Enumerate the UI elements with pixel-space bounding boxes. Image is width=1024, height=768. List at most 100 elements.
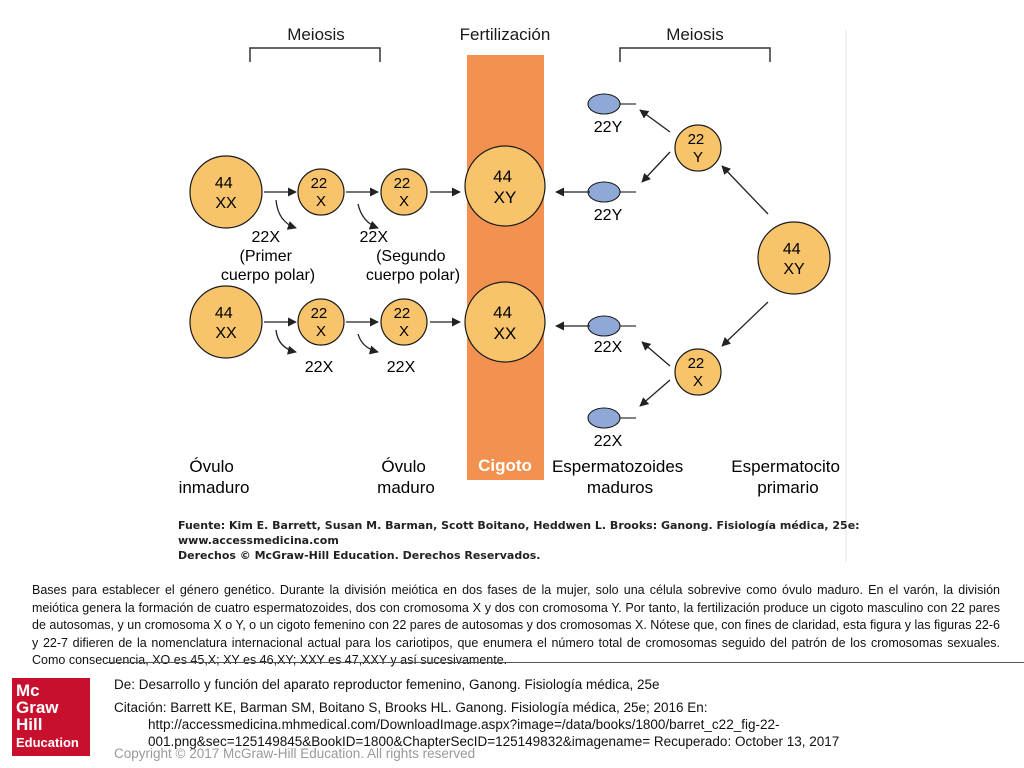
immature-ovum-sex: XX bbox=[215, 195, 237, 212]
reference-url[interactable]: http://accessmedicina.mhmedical.com/Down… bbox=[148, 717, 780, 732]
svg-text:44 XX: 44 XX bbox=[215, 305, 237, 342]
source-line: Fuente: Kim E. Barrett, Susan M. Barman,… bbox=[178, 519, 860, 532]
mature-ovum-label-line: Óvulo bbox=[381, 457, 425, 476]
polar-body-2-label: 22X bbox=[360, 229, 389, 246]
first-division-autosomes: 22 bbox=[311, 305, 328, 322]
svg-text:44 XX: 44 XX bbox=[215, 175, 237, 212]
svg-text:22 X: 22 X bbox=[688, 355, 709, 390]
polar-body-2-label: 22X bbox=[387, 359, 416, 376]
svg-text:22X (Primer cuerpo: 22X (Primer cuerpo polar) bbox=[221, 229, 315, 284]
source-line: Derechos © McGraw-Hill Education. Derech… bbox=[178, 549, 541, 562]
secondary-spermatocyte-y-cell bbox=[674, 124, 722, 172]
polar-body-arrow bbox=[275, 199, 297, 230]
zygote-male-autosomes: 44 bbox=[493, 167, 512, 186]
arrow bbox=[721, 165, 769, 215]
mature-ovum-cell bbox=[380, 298, 428, 346]
arrow bbox=[721, 301, 769, 347]
svg-text:22 X: 22 X bbox=[394, 305, 415, 340]
immature-ovum-autosomes: 44 bbox=[215, 305, 233, 322]
secondary-x-sex: X bbox=[693, 373, 703, 390]
polar-body-1-label: cuerpo polar) bbox=[221, 267, 315, 284]
polar-body-arrow bbox=[357, 203, 379, 230]
sperm-label: 22Y bbox=[594, 119, 623, 136]
immature-ovum-label-line: Óvulo bbox=[189, 457, 233, 476]
svg-text:22X (Segundo cuerp: 22X (Segundo cuerpo polar) bbox=[360, 229, 461, 284]
sperm-cell bbox=[587, 407, 636, 429]
reference-from: De: Desarrollo y función del aparato rep… bbox=[114, 677, 660, 692]
primary-spermatocyte-sex: XY bbox=[783, 261, 805, 278]
polar-body-arrow bbox=[357, 333, 379, 355]
meiosis-left-title: Meiosis bbox=[287, 25, 345, 44]
mature-ovum-sex: X bbox=[399, 193, 409, 210]
mature-ovum-label-line: maduro bbox=[377, 478, 435, 497]
logo-text: Mc bbox=[16, 681, 40, 700]
mature-ovum-sex: X bbox=[399, 323, 409, 340]
sperm-label: 22Y bbox=[594, 207, 623, 224]
first-division-cell bbox=[297, 168, 345, 216]
first-division-sex: X bbox=[316, 323, 326, 340]
sperm-cell bbox=[587, 315, 636, 337]
zygote-female-sex: XX bbox=[494, 324, 517, 343]
figure-caption: Bases para establecer el género genético… bbox=[32, 583, 1000, 667]
zygote-male-sex: XY bbox=[494, 188, 517, 207]
logo-text: Graw bbox=[16, 698, 59, 717]
immature-ovum-sex: XX bbox=[215, 325, 237, 342]
source-line: www.accessmedicina.com bbox=[178, 534, 339, 547]
sperm-label: 22X bbox=[594, 433, 623, 450]
mature-sperm-label-line: maduros bbox=[587, 478, 653, 497]
meiosis-left-bracket bbox=[249, 47, 381, 62]
reference-url[interactable]: 001.png&sec=125149845&BookID=1800&Chapte… bbox=[148, 734, 840, 749]
svg-text:22 X: 22 X bbox=[311, 175, 332, 210]
mature-ovum-autosomes: 22 bbox=[394, 175, 411, 192]
primary-spermatocyte-label-line: primario bbox=[757, 478, 818, 497]
svg-text:22 X: 22 X bbox=[394, 175, 415, 210]
fertilization-band bbox=[467, 55, 544, 480]
primary-spermatocyte-cell bbox=[757, 221, 831, 295]
zygote-female-cell bbox=[464, 281, 546, 363]
first-division-sex: X bbox=[316, 193, 326, 210]
sperm-label: 22X bbox=[594, 339, 623, 356]
secondary-y-autosomes: 22 bbox=[688, 131, 705, 148]
reference-block: De: Desarrollo y función del aparato rep… bbox=[114, 676, 1014, 750]
secondary-spermatocyte-x-cell bbox=[674, 348, 722, 396]
spermatogenesis: 44 XY 22 Y 22 X bbox=[555, 93, 831, 450]
mature-ovum-autosomes: 22 bbox=[394, 305, 411, 322]
logo-text: Hill bbox=[16, 715, 43, 734]
immature-ovum-label-line: inmaduro bbox=[179, 478, 250, 497]
primary-spermatocyte-label: Espermatocito primario bbox=[731, 457, 844, 497]
svg-text:22 Y: 22 Y bbox=[688, 131, 709, 166]
polar-body-arrow bbox=[275, 329, 297, 355]
svg-text:44 XY: 44 XY bbox=[493, 167, 517, 207]
mature-sperm-label: Espermatozoides maduros bbox=[552, 457, 688, 497]
mature-ovum-cell bbox=[380, 168, 428, 216]
divider bbox=[108, 662, 1024, 663]
mature-ovum-label: Óvulo maduro bbox=[377, 457, 435, 497]
mcgraw-hill-logo: Mc Graw Hill Education bbox=[12, 678, 90, 756]
figure-source: Fuente: Kim E. Barrett, Susan M. Barman,… bbox=[178, 518, 860, 563]
polar-body-1-label: 22X bbox=[305, 359, 334, 376]
polar-body-2-label: (Segundo bbox=[376, 248, 445, 265]
reference-citation: Citación: Barrett KE, Barman SM, Boitano… bbox=[114, 700, 708, 715]
immature-ovum-cell bbox=[189, 155, 263, 229]
secondary-x-autosomes: 22 bbox=[688, 355, 705, 372]
arrow bbox=[641, 341, 671, 367]
immature-ovum-cell bbox=[189, 285, 263, 359]
svg-text:22 X: 22 X bbox=[311, 305, 332, 340]
zygote-male-cell bbox=[464, 145, 546, 227]
svg-text:44 XX: 44 XX bbox=[493, 303, 517, 343]
arrow bbox=[639, 109, 671, 133]
fertilization-title: Fertilización bbox=[460, 25, 551, 44]
first-division-cell bbox=[297, 298, 345, 346]
meiosis-right-bracket bbox=[619, 47, 771, 62]
polar-body-2-label: cuerpo polar) bbox=[366, 267, 460, 284]
oogenesis-row-1: 44 XX 22 X 22 X 22X (Primer cuerpo polar… bbox=[189, 155, 461, 284]
zygote-female-autosomes: 44 bbox=[493, 303, 512, 322]
sperm-cell bbox=[587, 93, 636, 115]
immature-ovum-autosomes: 44 bbox=[215, 175, 233, 192]
secondary-y-sex: Y bbox=[693, 149, 703, 166]
polar-body-1-label: 22X bbox=[252, 229, 281, 246]
immature-ovum-label: Óvulo inmaduro bbox=[179, 457, 250, 497]
polar-body-1-label: (Primer bbox=[240, 248, 293, 265]
first-division-autosomes: 22 bbox=[311, 175, 328, 192]
oogenesis-row-2: 44 XX 22 X 22 X 22X 22X bbox=[189, 285, 461, 376]
